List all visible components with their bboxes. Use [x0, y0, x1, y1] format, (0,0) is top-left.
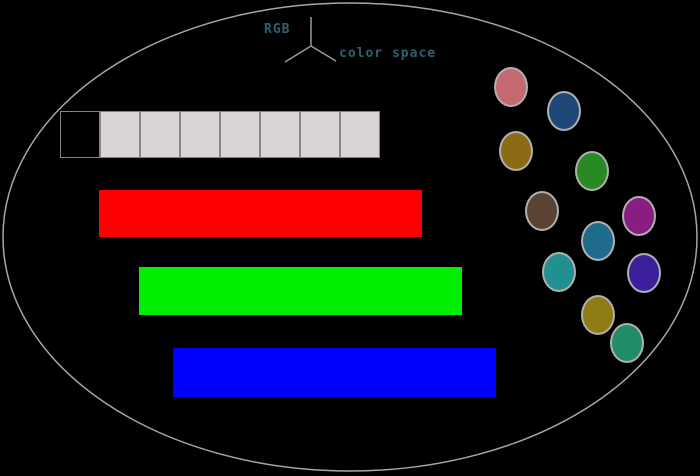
- grayscale-square: [60, 111, 100, 158]
- grayscale-square: [100, 111, 140, 158]
- color-dot: [575, 151, 609, 191]
- color-dot: [494, 67, 528, 107]
- axis-tripod-icon: [284, 17, 337, 63]
- color-dot: [610, 323, 644, 363]
- grayscale-square: [220, 111, 260, 158]
- grayscale-square: [340, 111, 380, 158]
- color-dot: [499, 131, 533, 171]
- grayscale-square: [300, 111, 340, 158]
- rgb-label: RGB: [264, 22, 291, 37]
- blue-bar: [173, 348, 496, 397]
- grayscale-square: [140, 111, 180, 158]
- color-dot: [622, 196, 656, 236]
- color-dot: [581, 295, 615, 335]
- color-dot: [542, 252, 576, 292]
- color-space-label: color space: [339, 46, 437, 61]
- red-bar: [99, 190, 422, 237]
- grayscale-square: [260, 111, 300, 158]
- grayscale-square: [180, 111, 220, 158]
- color-dot: [581, 221, 615, 261]
- color-dot: [627, 253, 661, 293]
- color-dot: [547, 91, 581, 131]
- green-bar: [139, 267, 462, 315]
- color-dot: [525, 191, 559, 231]
